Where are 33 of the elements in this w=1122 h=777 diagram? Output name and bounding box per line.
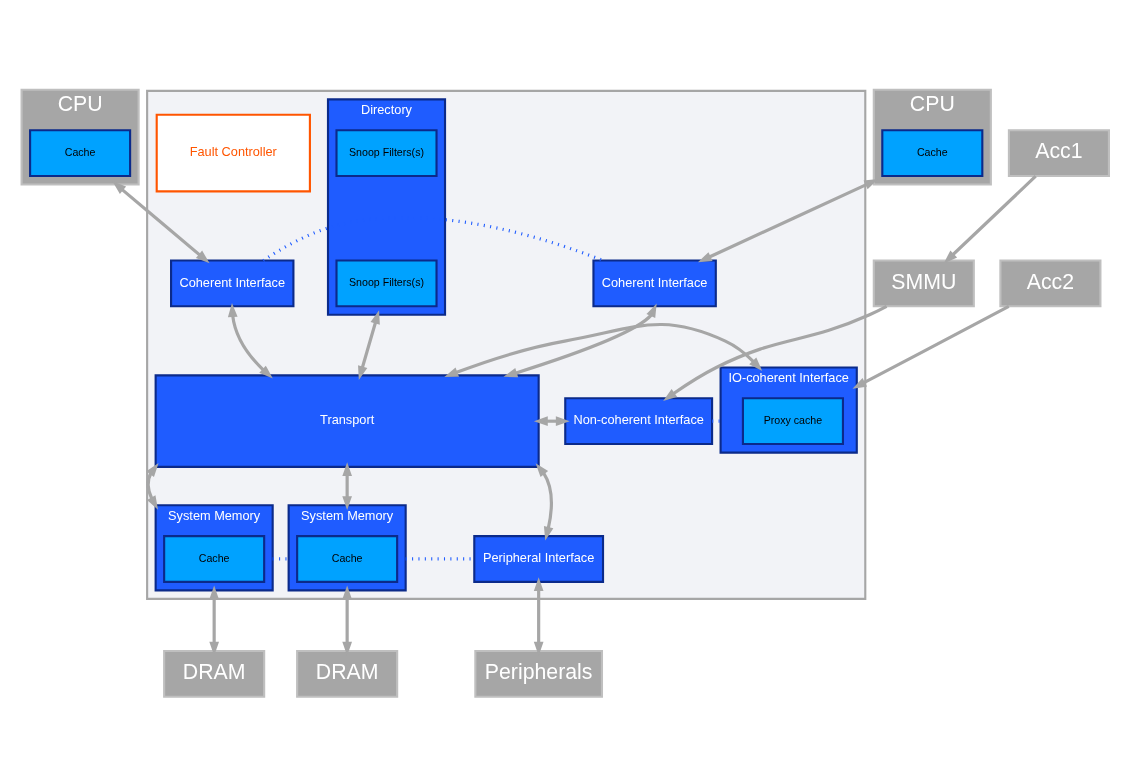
arrow [535,462,554,541]
node-box: Transport [154,373,540,468]
arrow [663,304,888,401]
node-box: SMMU [872,258,975,307]
node-box: Cache [296,534,399,583]
node-box: Non-coherent Interface [564,396,714,445]
node-box: Cache [163,534,266,583]
arrow [112,180,210,263]
arrow [444,322,763,377]
arrow [227,302,273,379]
arrow [852,304,1010,389]
node-box: Coherent Interface [592,258,717,307]
node-box: Snoop Filters(s) [335,258,438,307]
arrow [943,174,1037,263]
node-box: Peripherals [474,649,604,698]
node-box: Snoop Filters(s) [335,128,438,177]
node-box: Cache [29,128,132,177]
node-box: DRAM [163,649,266,698]
arrow [146,462,159,510]
node-box: Fault Controller [155,113,311,192]
node-box: Acc2 [999,258,1102,307]
connector [272,556,289,561]
arrow [358,309,380,380]
arrow [342,461,352,510]
node-box: Coherent Interface [170,258,295,307]
connector [712,419,721,423]
node-box: Acc1 [1007,128,1110,177]
node-box: DRAM [296,649,399,698]
node-box: Peripheral Interface [473,534,605,583]
connector [262,215,604,262]
arrow [503,303,657,377]
node-box: Cache [881,128,984,177]
node-box: Proxy cache [741,396,844,445]
